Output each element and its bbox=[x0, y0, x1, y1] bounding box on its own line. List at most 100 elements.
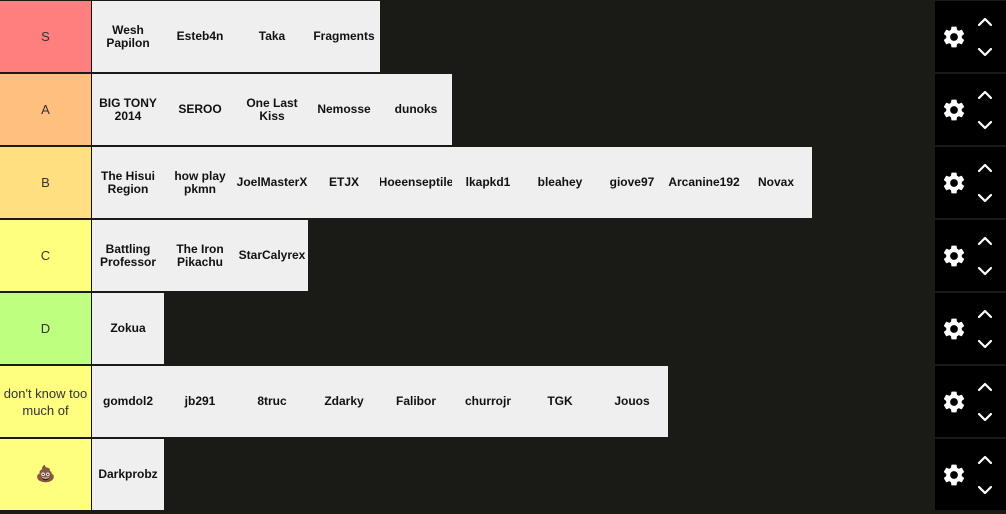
tier-item-label: dunoks bbox=[394, 102, 438, 116]
tier-controls bbox=[935, 220, 1006, 291]
tier-drop-area[interactable] bbox=[308, 220, 935, 291]
tier-move-arrows bbox=[976, 380, 994, 424]
tier-item[interactable]: One Last Kiss bbox=[236, 74, 308, 145]
tier-item[interactable]: Nemosse bbox=[308, 74, 380, 145]
tier-drop-area[interactable] bbox=[452, 74, 935, 145]
tier-item-label: Novax bbox=[757, 175, 795, 189]
gear-icon[interactable] bbox=[941, 170, 967, 196]
tier-drop-area[interactable] bbox=[668, 366, 935, 437]
chevron-down-icon[interactable] bbox=[976, 191, 994, 205]
tier-item[interactable]: lkapkd1 bbox=[452, 147, 524, 218]
tier-controls bbox=[935, 147, 1006, 218]
tier-item[interactable]: Wesh Papilon bbox=[92, 1, 164, 72]
gear-icon[interactable] bbox=[941, 462, 967, 488]
tier-drop-area[interactable] bbox=[164, 439, 935, 510]
tier-item[interactable]: giove97 bbox=[596, 147, 668, 218]
tier-label[interactable]: don't know too much of bbox=[0, 366, 92, 437]
tier-item-label: jb291 bbox=[184, 394, 216, 408]
tier-item[interactable]: The Hisui Region bbox=[92, 147, 164, 218]
tier-row: 💩 Darkprobz bbox=[0, 439, 1006, 510]
chevron-up-icon[interactable] bbox=[976, 453, 994, 467]
tier-label[interactable]: D bbox=[0, 293, 92, 364]
tier-item-label: Arcanine192 bbox=[668, 175, 740, 189]
tier-item-label: Hoeenseptile bbox=[380, 175, 452, 189]
chevron-up-icon[interactable] bbox=[976, 88, 994, 102]
tier-item-label: lkapkd1 bbox=[465, 175, 511, 189]
tier-item[interactable]: 8truc bbox=[236, 366, 308, 437]
tier-item-label: Nemosse bbox=[317, 102, 371, 116]
tier-item-label: gomdol2 bbox=[103, 394, 153, 408]
tier-item[interactable]: BIG TONY 2014 bbox=[92, 74, 164, 145]
gear-icon[interactable] bbox=[941, 389, 967, 415]
gear-icon[interactable] bbox=[941, 243, 967, 269]
chevron-down-icon[interactable] bbox=[976, 264, 994, 278]
tier-item-label: StarCalyrex bbox=[238, 248, 306, 262]
tier-item[interactable]: gomdol2 bbox=[92, 366, 164, 437]
tier-item-label: The Iron Pikachu bbox=[176, 241, 224, 269]
tier-item[interactable]: Zdarky bbox=[308, 366, 380, 437]
chevron-down-icon[interactable] bbox=[976, 337, 994, 351]
tier-label[interactable]: S bbox=[0, 1, 92, 72]
tier-items: The Hisui Region how play pkmn JoelMasterX… bbox=[92, 147, 812, 218]
tier-move-arrows bbox=[976, 453, 994, 497]
chevron-up-icon[interactable] bbox=[976, 234, 994, 248]
tier-item[interactable]: Darkprobz bbox=[92, 439, 164, 510]
tier-item[interactable]: Taka bbox=[236, 1, 308, 72]
tier-item[interactable]: Esteb4n bbox=[164, 1, 236, 72]
tier-item-label: ETJX bbox=[328, 175, 359, 189]
tier-item[interactable]: SEROO bbox=[164, 74, 236, 145]
tier-label[interactable]: B bbox=[0, 147, 92, 218]
chevron-up-icon[interactable] bbox=[976, 161, 994, 175]
tier-item[interactable]: StarCalyrex bbox=[236, 220, 308, 291]
chevron-up-icon[interactable] bbox=[976, 307, 994, 321]
gear-icon[interactable] bbox=[941, 97, 967, 123]
chevron-down-icon[interactable] bbox=[976, 483, 994, 497]
tier-item[interactable]: Jouos bbox=[596, 366, 668, 437]
tier-item-label: 8truc bbox=[257, 394, 287, 408]
tier-item-label: Darkprobz bbox=[98, 467, 158, 481]
tier-label[interactable]: A bbox=[0, 74, 92, 145]
tier-item[interactable]: Zokua bbox=[92, 293, 164, 364]
tier-item[interactable]: how play pkmn bbox=[164, 147, 236, 218]
tier-item[interactable]: jb291 bbox=[164, 366, 236, 437]
tier-item[interactable]: Hoeenseptile bbox=[380, 147, 452, 218]
tier-item[interactable]: TGK bbox=[524, 366, 596, 437]
tier-item-label: Fragments bbox=[313, 29, 375, 43]
tier-item[interactable]: Battling Professor bbox=[92, 220, 164, 291]
chevron-up-icon[interactable] bbox=[976, 380, 994, 394]
tier-item-label: Jouos bbox=[614, 394, 650, 408]
tier-drop-area[interactable] bbox=[380, 1, 935, 72]
chevron-down-icon[interactable] bbox=[976, 118, 994, 132]
tier-item-label: giove97 bbox=[609, 175, 655, 189]
tier-controls bbox=[935, 293, 1006, 364]
tier-label[interactable]: 💩 bbox=[0, 439, 92, 510]
tier-item[interactable]: Arcanine192 bbox=[668, 147, 740, 218]
tier-label[interactable]: C bbox=[0, 220, 92, 291]
tier-item[interactable]: Novax bbox=[740, 147, 812, 218]
tier-item[interactable]: ETJX bbox=[308, 147, 380, 218]
tier-item[interactable]: dunoks bbox=[380, 74, 452, 145]
chevron-down-icon[interactable] bbox=[976, 410, 994, 424]
tier-item-label: how play pkmn bbox=[174, 168, 226, 196]
tier-item[interactable]: The Iron Pikachu bbox=[164, 220, 236, 291]
chevron-up-icon[interactable] bbox=[976, 15, 994, 29]
tier-item[interactable]: bleahey bbox=[524, 147, 596, 218]
chevron-down-icon[interactable] bbox=[976, 45, 994, 59]
tier-item[interactable]: churrojr bbox=[452, 366, 524, 437]
tier-drop-area[interactable] bbox=[164, 293, 935, 364]
tier-item-label: TGK bbox=[547, 394, 573, 408]
gear-icon[interactable] bbox=[941, 316, 967, 342]
tier-move-arrows bbox=[976, 234, 994, 278]
gear-icon[interactable] bbox=[941, 24, 967, 50]
tier-item[interactable]: Falibor bbox=[380, 366, 452, 437]
tier-item[interactable]: Fragments bbox=[308, 1, 380, 72]
tier-drop-area[interactable] bbox=[812, 147, 935, 218]
tier-item[interactable]: JoelMasterX bbox=[236, 147, 308, 218]
